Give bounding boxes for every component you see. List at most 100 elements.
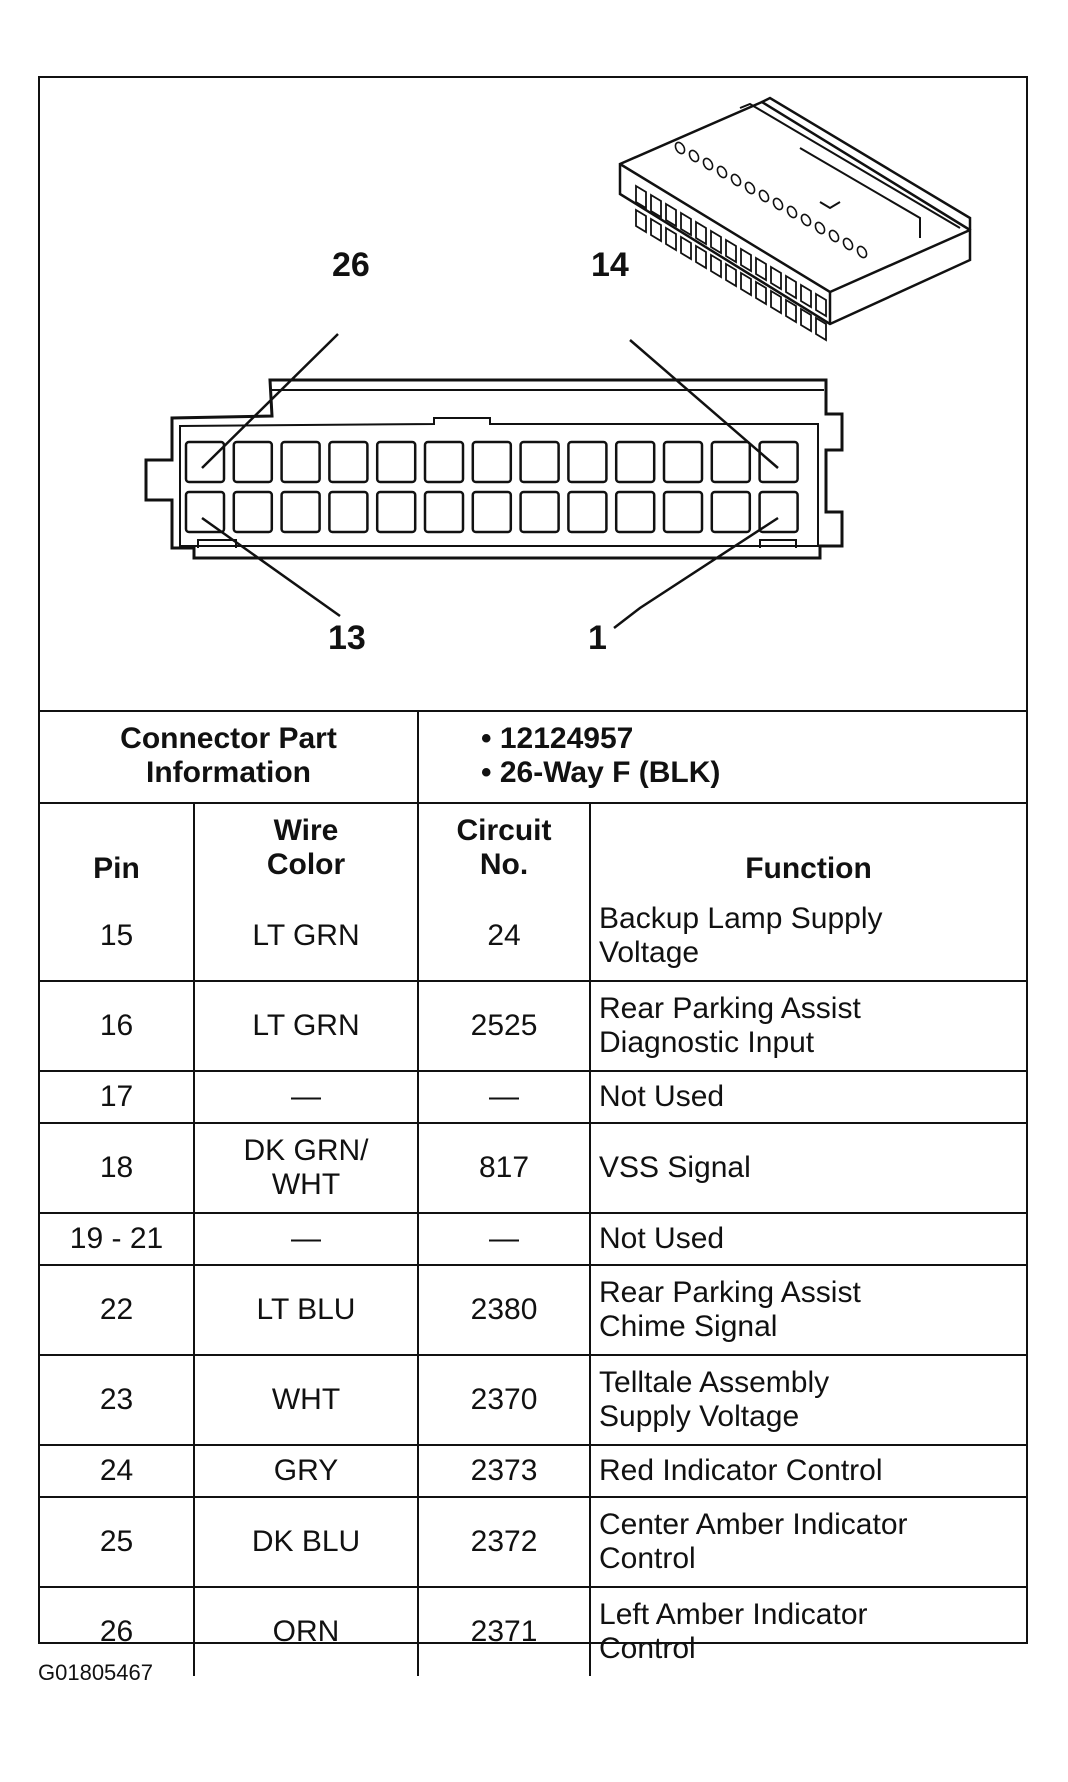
function-cell: VSS Signal [589,1122,1027,1214]
function-text: Red Indicator Control [599,1454,883,1487]
pin-cavity [758,490,799,534]
pin-cavity [567,440,608,484]
iso-pin-slot [665,226,677,252]
pin-label-13: 13 [328,619,366,657]
iso-pin-slot [695,220,707,246]
pin-cell: 18 [40,1122,195,1214]
iso-pin-slot [755,256,767,282]
circuit-cell: 2373 [417,1444,592,1498]
function-text: Control [599,1542,696,1575]
pin-cavity [423,440,465,484]
iso-pin-slot [770,289,782,315]
function-cell: Red Indicator Control [589,1444,1027,1498]
pin-cavity [423,490,465,534]
iso-pin-slot [680,235,692,261]
function-text: Voltage [599,936,700,969]
circuit-cell: 2371 [417,1586,592,1676]
part-info-label: Connector Part Information [40,710,420,804]
iso-top-terminal [856,245,868,259]
iso-pin-slot [635,208,647,234]
pin-cavity [280,440,321,484]
iso-top-terminal [814,221,826,235]
iso-pin-slot [815,292,827,318]
pin-cavity [375,440,417,484]
connector-isometric-view [618,96,972,326]
iso-top-terminal [744,181,756,195]
pin-cell: 23 [40,1354,195,1446]
pin-cavity [519,440,560,484]
circuit-cell: 24 [417,892,592,982]
circuit-cell: 2525 [417,980,592,1072]
wire-color-cell: LT BLU [192,1264,420,1356]
iso-pin-slot [650,217,662,243]
wire-color-cell: DK BLU [192,1496,420,1588]
table-row: 17——Not Used [40,1070,1027,1124]
iso-pin-slot [695,244,707,270]
iso-pin-slot [740,247,752,273]
pin-cavity [232,440,274,484]
header-circuit-line1: Circuit [456,814,552,847]
iso-pin-slot [815,316,827,342]
function-text: Center Amber Indicator [599,1508,908,1541]
iso-pin-slot [800,283,812,309]
wire-color-text: DK GRN/ [243,1134,369,1167]
pin-callouts [201,333,779,629]
iso-top-terminal [828,229,840,243]
wire-color-cell: LT GRN [192,980,420,1072]
part-info-row: Connector Part Information • 12124957 • … [40,710,1027,804]
circuit-cell: 2372 [417,1496,592,1588]
header-wire-color: Wire Color [192,802,420,892]
pin-cavity [614,490,656,534]
pin-cell: 22 [40,1264,195,1356]
part-info-values: • 12124957 • 26-Way F (BLK) [417,710,1027,804]
pin-cavity [471,490,513,534]
circuit-cell: 2380 [417,1264,592,1356]
connector-diagram: 26 14 13 1 [40,78,1026,712]
header-circuit: Circuit No. [417,802,592,892]
part-info-label-line2: Information [146,756,311,789]
wire-color-text: ORN [272,1615,340,1648]
function-text: Chime Signal [599,1310,778,1343]
pin-cavity [710,490,752,534]
circuit-cell: — [417,1070,592,1124]
pin-cavity [375,490,417,534]
wire-color-text: LT GRN [252,1009,360,1042]
pin-cavity [184,490,226,534]
iso-pin-slot [770,265,782,291]
pin-cavity [519,490,560,534]
pin-cavity [232,490,274,534]
pin-cell: 15 [40,892,195,982]
iso-pin-slot [710,253,722,279]
iso-pin-slot [635,184,647,210]
wire-color-text: LT BLU [256,1293,356,1326]
pin-cavity [567,490,608,534]
iso-pin-slot [740,271,752,297]
iso-top-terminal [800,213,812,227]
iso-top-terminal [688,149,700,163]
function-text: Rear Parking Assist [599,1276,861,1309]
function-text: Rear Parking Assist [599,992,861,1025]
table-row: 19 - 21——Not Used [40,1212,1027,1266]
pin-cavity [184,440,226,484]
iso-top-terminal [786,205,798,219]
iso-pin-slot [725,238,737,264]
pin-cavity [758,440,799,484]
iso-pin-slot [665,202,677,228]
pin-cavity [662,440,704,484]
header-wire-color-line1: Wire [273,814,339,847]
header-function: Function [589,802,1027,892]
part-number: • 12124957 [481,722,634,755]
pin-cavity [710,440,752,484]
iso-pin-slot [785,298,797,324]
connector-pinout-table: Connector Part Information • 12124957 • … [40,710,1027,1676]
